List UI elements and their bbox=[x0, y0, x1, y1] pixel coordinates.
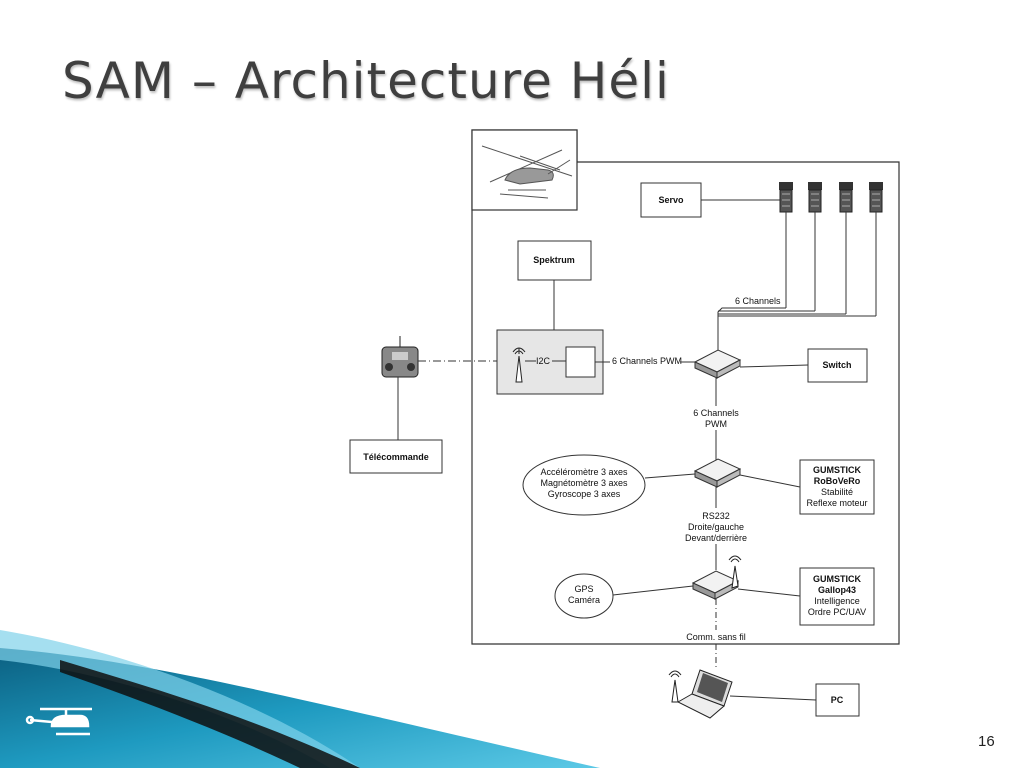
wireless-hub-icon bbox=[691, 555, 742, 600]
gumstick-role: Stabilité bbox=[821, 487, 853, 497]
network-hub-icon bbox=[693, 349, 742, 379]
switch-box bbox=[807, 348, 868, 383]
i2c-label: I2C bbox=[536, 356, 551, 366]
sensors-ellipse bbox=[522, 454, 646, 516]
slide-title: SAM – Architecture Héli bbox=[62, 52, 670, 110]
servo-motor-icon bbox=[808, 182, 822, 213]
six-channels-label: 6 Channels bbox=[735, 296, 781, 306]
rs232-label: Droite/gauche bbox=[688, 522, 744, 532]
servo-motor-icon bbox=[839, 182, 853, 213]
gumstick-name: Gallop43 bbox=[818, 585, 856, 595]
helicopter-logo-icon bbox=[25, 707, 92, 736]
pwm-link-line2: PWM bbox=[705, 419, 727, 429]
servo-motor-icon bbox=[779, 182, 793, 213]
antenna-icon bbox=[512, 347, 526, 383]
receiver-module bbox=[565, 346, 596, 378]
pc-label: PC bbox=[831, 695, 844, 705]
gumstick-robovero-box bbox=[799, 459, 875, 515]
switch-label: Switch bbox=[822, 360, 851, 370]
spektrum-box bbox=[517, 240, 592, 281]
pwm-link-line1: 6 Channels bbox=[693, 408, 739, 418]
gumstick-role: Ordre PC/UAV bbox=[808, 607, 866, 617]
servo-label: Servo bbox=[658, 195, 684, 205]
gps-label: GPS bbox=[574, 584, 593, 594]
telecommande-label: Télécommande bbox=[363, 452, 429, 462]
gumstick-title: GUMSTICK bbox=[813, 465, 861, 475]
remote-control-icon bbox=[381, 336, 419, 378]
servo-motors bbox=[779, 182, 883, 213]
laptop-icon bbox=[668, 669, 733, 719]
network-hub-icon bbox=[693, 458, 742, 488]
rs232-label: RS232 bbox=[702, 511, 730, 521]
telecommande-box bbox=[349, 439, 443, 474]
sensor-line: Accéléromètre 3 axes bbox=[540, 467, 628, 477]
camera-label: Caméra bbox=[568, 595, 600, 605]
helicopter-photo-icon bbox=[481, 145, 573, 199]
page-number: 16 bbox=[978, 733, 995, 750]
spektrum-label: Spektrum bbox=[533, 255, 575, 265]
servo-box bbox=[640, 182, 702, 218]
sensor-line: Gyroscope 3 axes bbox=[548, 489, 621, 499]
gumstick-gallop43-box bbox=[799, 567, 875, 626]
servo-channel-lines bbox=[717, 212, 877, 350]
gumstick-role: Reflexe moteur bbox=[806, 498, 867, 508]
rs232-label: Devant/derrière bbox=[685, 533, 747, 543]
gumstick-title: GUMSTICK bbox=[813, 574, 861, 584]
gumstick-name: RoBoVeRo bbox=[814, 476, 861, 486]
pc-box bbox=[815, 683, 860, 717]
gumstick-role: Intelligence bbox=[814, 596, 860, 606]
gps-ellipse bbox=[554, 573, 614, 619]
sensor-line: Magnétomètre 3 axes bbox=[540, 478, 628, 488]
decorative-ribbon bbox=[0, 630, 600, 768]
wireless-label: Comm. sans fil bbox=[686, 632, 746, 642]
servo-motor-icon bbox=[869, 182, 883, 213]
six-channels-pwm-label: 6 Channels PWM bbox=[612, 356, 682, 366]
